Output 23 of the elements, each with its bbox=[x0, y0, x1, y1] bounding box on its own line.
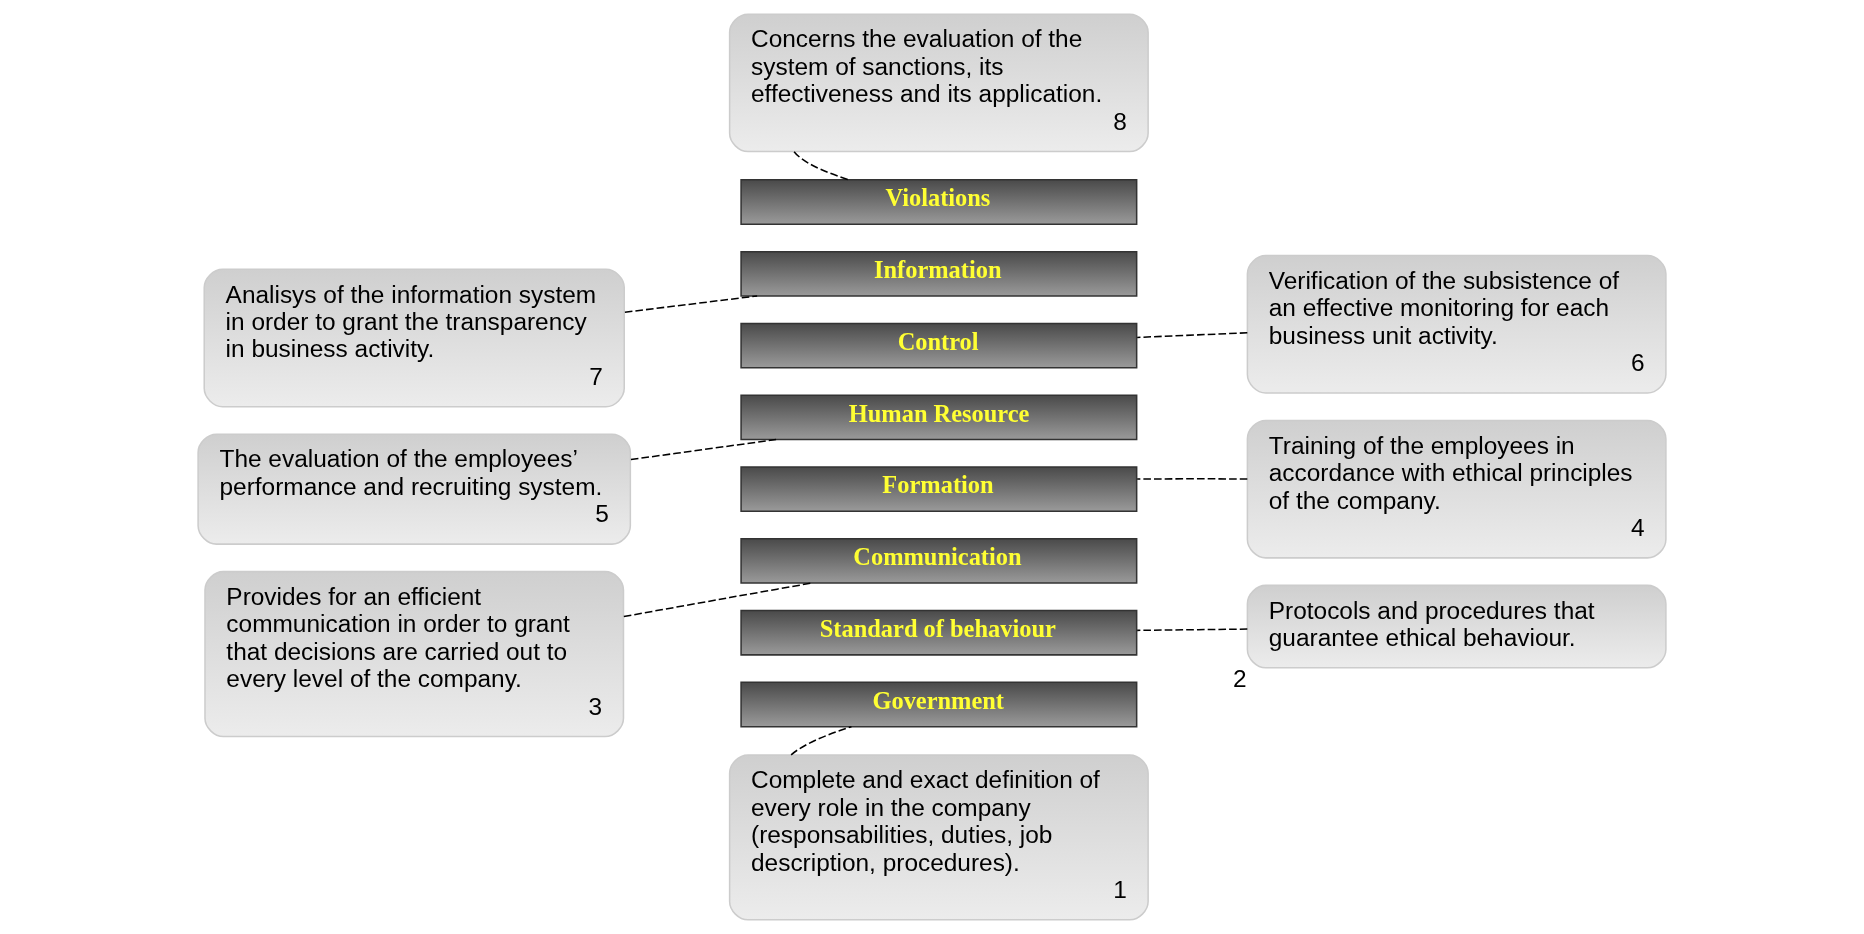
connector bbox=[623, 582, 812, 618]
node-box: Complete and exact definition of every role in the company (responsabilities, duties, job description, procedures). 1 bbox=[728, 754, 1149, 921]
node-box: Information bbox=[740, 250, 1138, 297]
node-box: Protocols and procedures that guarantee ethical behaviour. bbox=[1246, 584, 1667, 669]
node-box: Analisys of the information system in order to grant the transparency in business activity. 7 bbox=[203, 268, 625, 408]
node-box: Standard of behaviour bbox=[740, 609, 1138, 656]
node-box: Concerns the evaluation of the system of sanctions, its effectiveness and its application. 8 bbox=[728, 13, 1149, 153]
node-box: Formation bbox=[740, 466, 1138, 513]
node-box: Provides for an efficient communication in order to grant that decisions are carried out to every level of the company. 3 bbox=[204, 570, 625, 738]
node-label: 2 bbox=[1232, 665, 1247, 693]
node-box: Training of the employees in accordance with ethical principles of the company. 4 bbox=[1246, 419, 1667, 559]
node-box: The evaluation of the employees’ performance and recruiting system. 5 bbox=[197, 433, 632, 545]
connector bbox=[1136, 628, 1249, 632]
connector bbox=[624, 295, 758, 313]
node-box: Violations bbox=[740, 179, 1138, 225]
node-box: Control bbox=[740, 322, 1138, 369]
node-box: Government bbox=[740, 681, 1138, 728]
connector bbox=[1136, 332, 1249, 339]
node-box: Human Resource bbox=[740, 394, 1138, 441]
connector bbox=[1136, 478, 1249, 480]
connector bbox=[630, 438, 777, 461]
node-box: Verification of the subsistence of an effective monitoring for each business unit activity. 6 bbox=[1246, 254, 1667, 394]
node-box: Communication bbox=[740, 538, 1138, 584]
